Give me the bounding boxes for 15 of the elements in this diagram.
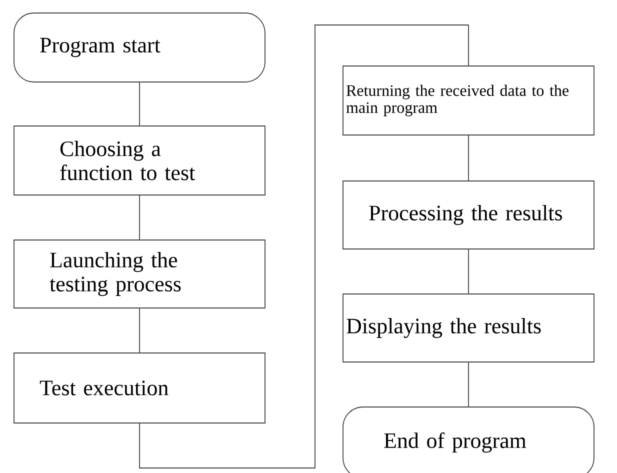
process-box: Test execution bbox=[14, 352, 266, 424]
connector-line bbox=[139, 82, 140, 126]
process-box: Returning the received data to the main program bbox=[342, 66, 594, 136]
process-box: Processing the results bbox=[342, 180, 594, 250]
connector-line bbox=[468, 249, 469, 294]
connector-line bbox=[139, 308, 140, 353]
process-box: Displaying the results bbox=[342, 294, 594, 362]
connector-line bbox=[468, 135, 469, 181]
connector-line bbox=[139, 24, 469, 468]
terminal-box: End of program bbox=[342, 406, 594, 473]
terminal-box: Program start bbox=[14, 12, 266, 82]
connector-line bbox=[139, 195, 140, 240]
process-box: Launching the testing process bbox=[14, 240, 266, 308]
process-box: Choosing a function to test bbox=[14, 126, 266, 196]
connector-line bbox=[468, 362, 469, 407]
